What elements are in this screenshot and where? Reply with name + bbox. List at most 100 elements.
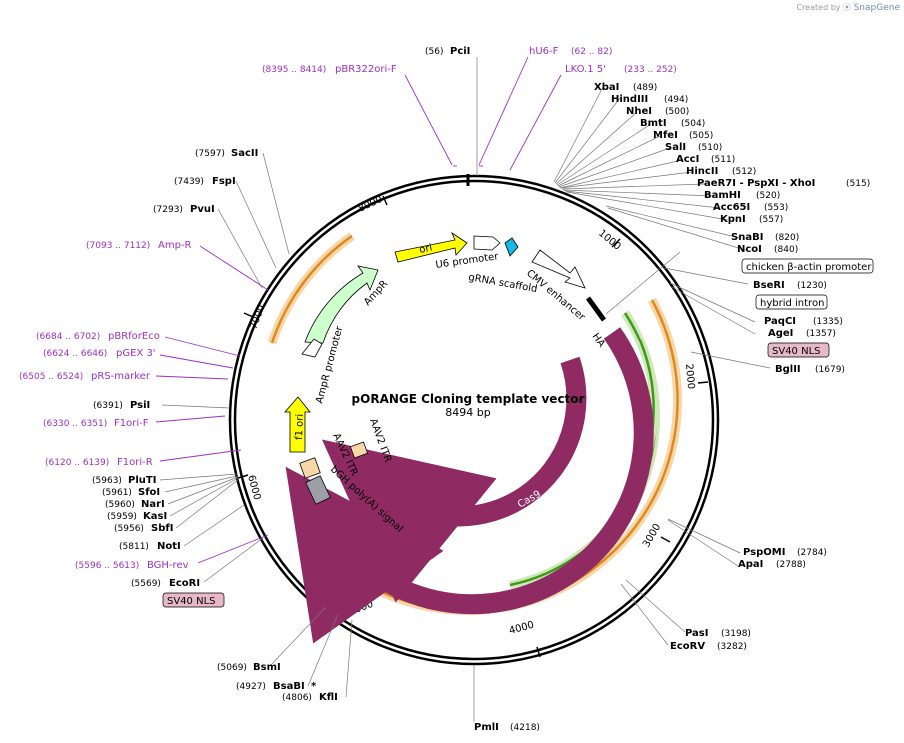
svg-text:(515): (515)	[846, 179, 870, 189]
svg-text:(7597): (7597)	[195, 149, 225, 159]
aav2-itr-box-left	[299, 457, 321, 479]
primer-lko1-5: LKO.1 5'	[565, 64, 606, 75]
svg-text:(7093 .. 7112): (7093 .. 7112)	[86, 241, 150, 251]
svg-text:(6684 .. 6702): (6684 .. 6702)	[36, 332, 100, 342]
site-bsabi-mark: *	[311, 681, 317, 692]
svg-text:(1230): (1230)	[797, 281, 827, 291]
svg-text:(6505 .. 6524): (6505 .. 6524)	[19, 372, 83, 382]
site-pmli: PmlI	[474, 722, 499, 733]
site-apai: ApaI	[738, 559, 763, 570]
site-ecori: EcoRI	[169, 578, 200, 589]
primer-f1ori-r: F1ori-R	[117, 457, 153, 468]
sv40-nls-label-left: SV40 NLS	[167, 596, 216, 607]
svg-text:(500): (500)	[665, 107, 689, 117]
svg-text:(6624 .. 6646): (6624 .. 6646)	[43, 349, 107, 359]
site-agei: AgeI	[768, 328, 793, 339]
svg-text:(7293): (7293)	[153, 205, 183, 215]
svg-text:(6330 .. 6351): (6330 .. 6351)	[43, 419, 107, 429]
boxed-labels: chicken β-actin promoter hybrid intron S…	[162, 258, 874, 608]
left-sites: (56) PciI (7597) SacII (7439) FspI (7293…	[92, 46, 470, 703]
svg-text:(4218): (4218)	[510, 723, 540, 733]
site-bsmi: BsmI	[253, 662, 281, 673]
site-psii: PsiI	[130, 400, 150, 411]
svg-text:(1335): (1335)	[813, 317, 843, 327]
primer-pbr322ori-f: pBR322ori-F	[335, 64, 397, 75]
cas9-label: Cas9	[544, 536, 571, 558]
site-sbfi: SbfI	[151, 523, 173, 534]
site-snabi: SnaBI	[731, 232, 763, 243]
cas9-inner-arc	[321, 356, 587, 603]
svg-text:(557): (557)	[759, 215, 783, 225]
site-hindiii: HindIII	[611, 94, 648, 105]
svg-text:(1357): (1357)	[806, 329, 836, 339]
sgrna-icon	[504, 237, 519, 257]
svg-text:(2788): (2788)	[776, 560, 806, 570]
site-xbai: XbaI	[594, 82, 619, 93]
site-bamhi: BamHI	[704, 190, 741, 201]
site-pspomi: PspOMI	[743, 547, 785, 558]
cmv-enhancer-arrow	[531, 249, 586, 289]
site-nari: NarI	[141, 499, 165, 510]
f1-ori-label: f1 ori	[294, 414, 306, 440]
site-pvui: PvuI	[190, 204, 215, 215]
ampr-arrow	[304, 265, 379, 344]
tick-label: 1000	[596, 228, 623, 253]
site-kpni: KpnI	[720, 214, 746, 225]
site-sfoi: SfoI	[138, 487, 160, 498]
site-kfli: KflI	[319, 692, 338, 703]
svg-text:(494): (494)	[664, 95, 688, 105]
svg-text:(56): (56)	[425, 47, 443, 57]
svg-text:(512): (512)	[732, 167, 756, 177]
site-sacii: SacII	[231, 148, 258, 159]
svg-text:(1679): (1679)	[815, 365, 845, 375]
svg-text:(511): (511)	[711, 155, 735, 165]
svg-text:(5961): (5961)	[102, 488, 132, 498]
u6-promoter-label: U6 promoter	[435, 251, 500, 271]
backbone-outer-circle	[228, 174, 720, 666]
site-kasi: KasI	[143, 511, 167, 522]
svg-text:(8395 .. 8414): (8395 .. 8414)	[262, 65, 326, 75]
primer-bgh-rev: BGH-rev	[147, 560, 189, 571]
site-fspi: FspI	[212, 176, 236, 187]
site-paer7i-pspxi-xhoi: PaeR7I - PspXI - XhoI	[697, 178, 815, 189]
site-bseri: BseRI	[753, 280, 785, 291]
aav2-itr-box	[349, 441, 369, 459]
site-bglii: BglII	[775, 364, 801, 375]
site-ncoi: NcoI	[737, 244, 762, 255]
svg-text:(820): (820)	[775, 233, 799, 243]
tick-label: 3000	[641, 522, 663, 550]
svg-text:(3198): (3198)	[721, 629, 751, 639]
svg-text:(2784): (2784)	[797, 548, 827, 558]
site-paqci: PaqCI	[764, 316, 796, 327]
svg-text:(4927): (4927)	[236, 682, 266, 692]
tick-label: 7000	[248, 303, 267, 331]
svg-text:(504): (504)	[681, 119, 705, 129]
svg-text:(553): (553)	[764, 203, 788, 213]
svg-text:(7439): (7439)	[174, 177, 204, 187]
site-acci: AccI	[676, 154, 699, 165]
svg-text:(5569): (5569)	[131, 579, 161, 589]
bgh-polya-box	[305, 475, 331, 505]
svg-text:(3282): (3282)	[717, 642, 747, 652]
site-pcii: PciI	[450, 46, 470, 57]
cas9-outer-arc	[285, 327, 654, 644]
site-hincii: HincII	[686, 166, 718, 177]
snapgene-logo-icon: ⦿	[843, 3, 852, 12]
map-subtitle: 8494 bp	[445, 406, 490, 419]
primer-amp-r: Amp-R	[158, 240, 192, 251]
primer-pbrforeco: pBRforEco	[108, 331, 160, 342]
svg-text:(5959): (5959)	[107, 512, 137, 522]
ori-label: ori	[418, 242, 433, 255]
svg-text:(233 .. 252): (233 .. 252)	[624, 65, 677, 75]
svg-text:(5069): (5069)	[217, 663, 247, 673]
ha-bar	[585, 296, 607, 322]
hybrid-intron-label: hybrid intron	[760, 298, 824, 309]
tick-label: 8000	[357, 194, 385, 215]
tick-label: 5000	[347, 599, 375, 618]
site-nhei: NheI	[626, 106, 652, 117]
svg-text:(6391): (6391)	[93, 401, 123, 411]
ori-arrow	[394, 231, 468, 263]
right-sites: XbaI (489) HindIII (494) NheI (500) BmtI…	[474, 82, 870, 733]
svg-text:(5960): (5960)	[105, 500, 135, 510]
svg-text:(5963): (5963)	[92, 476, 122, 486]
